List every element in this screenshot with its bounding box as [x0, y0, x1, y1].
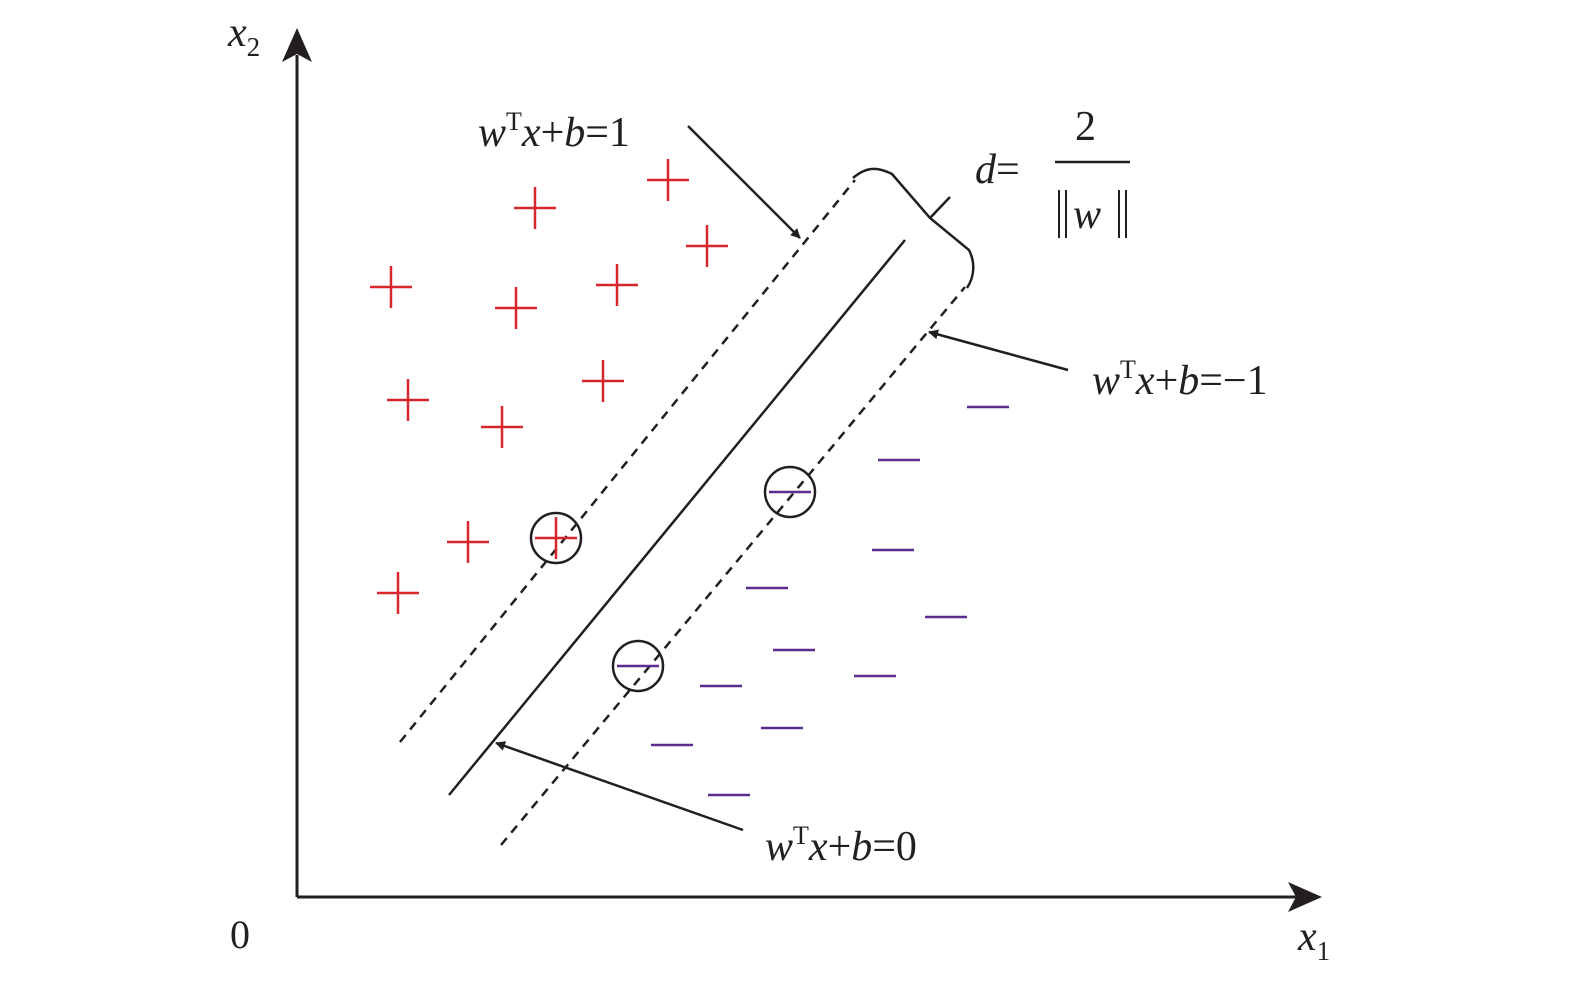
positive-sample-plus-icon — [686, 225, 728, 267]
norm-bars-icon — [1058, 190, 1127, 238]
distance-equals: = — [996, 147, 1020, 193]
hyperplane-equation: wTx+b=0 — [765, 821, 917, 870]
y-axis-label: x2 — [227, 10, 260, 62]
upper-margin-arrow — [687, 125, 801, 239]
distance-formula: d= 2 w — [975, 104, 1130, 238]
brace-tick — [929, 196, 951, 219]
lower-margin-equation: wTx+b=−1 — [1092, 355, 1268, 404]
negative-points — [617, 405, 1009, 797]
equation-labels: wTx+b=1 wTx+b=−1 wTx+b=0 — [478, 107, 1268, 870]
positive-sample-plus-icon — [447, 521, 489, 563]
separating-hyperplane — [448, 239, 906, 796]
positive-sample-plus-icon — [596, 264, 638, 306]
positive-sample-plus-icon — [582, 360, 624, 402]
support-vector-circle-icon — [611, 639, 665, 693]
x-axis-arrowhead-icon — [1288, 882, 1322, 912]
distance-numerator: 2 — [1075, 104, 1096, 150]
axes: x1 x2 0 — [227, 10, 1330, 966]
x-axis-label: x1 — [1297, 914, 1330, 966]
positive-sample-plus-icon — [495, 287, 537, 329]
margin-brace — [852, 167, 975, 289]
boundaries — [399, 179, 966, 846]
upper-margin-line — [399, 179, 856, 743]
support-vectors — [529, 465, 817, 693]
positive-sample-plus-icon — [535, 517, 577, 559]
positive-points — [370, 159, 728, 614]
brace-icon — [852, 167, 975, 289]
upper-margin-equation: wTx+b=1 — [478, 107, 630, 156]
y-axis-arrowhead-icon — [282, 28, 312, 62]
positive-sample-plus-icon — [481, 406, 523, 448]
svg-text:d=: d= — [975, 147, 1020, 193]
lower-margin-arrow — [928, 329, 1069, 372]
positive-sample-plus-icon — [647, 159, 689, 201]
positive-sample-plus-icon — [370, 266, 412, 308]
distance-denominator-w: w — [1073, 192, 1101, 238]
support-vector-circle-icon — [529, 511, 583, 565]
positive-sample-plus-icon — [377, 572, 419, 614]
positive-sample-plus-icon — [387, 379, 429, 421]
origin-label: 0 — [230, 912, 250, 957]
support-vector-circle-icon — [763, 465, 817, 519]
positive-sample-plus-icon — [514, 187, 556, 229]
pointer-arrows — [495, 125, 1069, 832]
distance-symbol: d — [975, 147, 997, 193]
lower-margin-line — [500, 286, 966, 846]
hyperplane-arrow — [495, 741, 744, 832]
